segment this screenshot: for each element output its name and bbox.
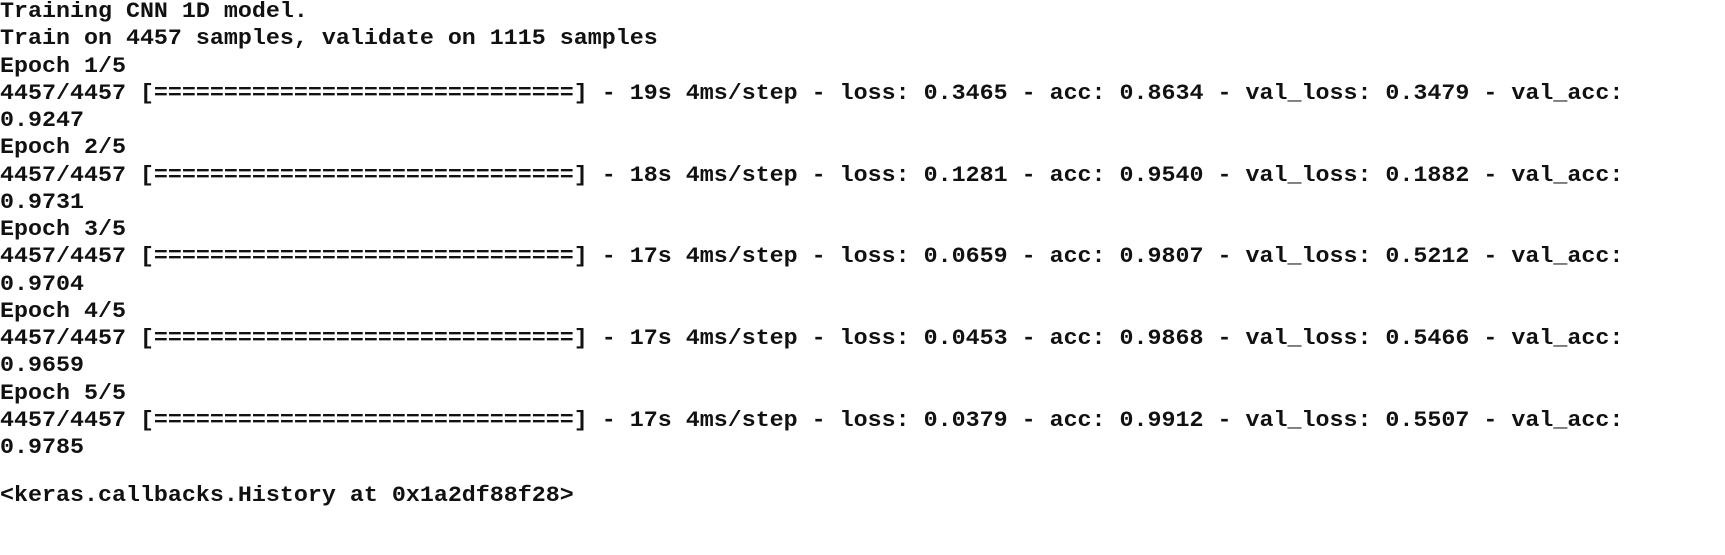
epoch-val-acc: 0.9704 [0,271,84,297]
epoch-val-acc: 0.9785 [0,435,84,460]
output-line: Training CNN 1D model. [0,0,308,24]
epoch-progress: 4457/4457 [=============================… [0,326,1624,351]
epoch-title: Epoch 5/5 [0,380,126,406]
epoch-title: Epoch 1/5 [0,53,126,79]
spacer [0,461,1725,482]
epoch-val-acc: 0.9659 [0,353,84,379]
epoch-title: Epoch 2/5 [0,135,126,161]
output-line: Train on 4457 samples, validate on 1115 … [0,26,658,52]
epoch-val-acc: 0.9731 [0,189,84,215]
epoch-title: Epoch 3/5 [0,217,126,242]
epoch-title: Epoch 4/5 [0,298,126,324]
epoch-val-acc: 0.9247 [0,108,84,133]
epoch-progress: 4457/4457 [=============================… [0,244,1624,270]
epoch-progress: 4457/4457 [=============================… [0,80,1624,106]
epoch-progress: 4457/4457 [=============================… [0,407,1624,433]
epoch-progress: 4457/4457 [=============================… [0,162,1624,188]
return-value: <keras.callbacks.History at 0x1a2df88f28… [0,483,574,509]
